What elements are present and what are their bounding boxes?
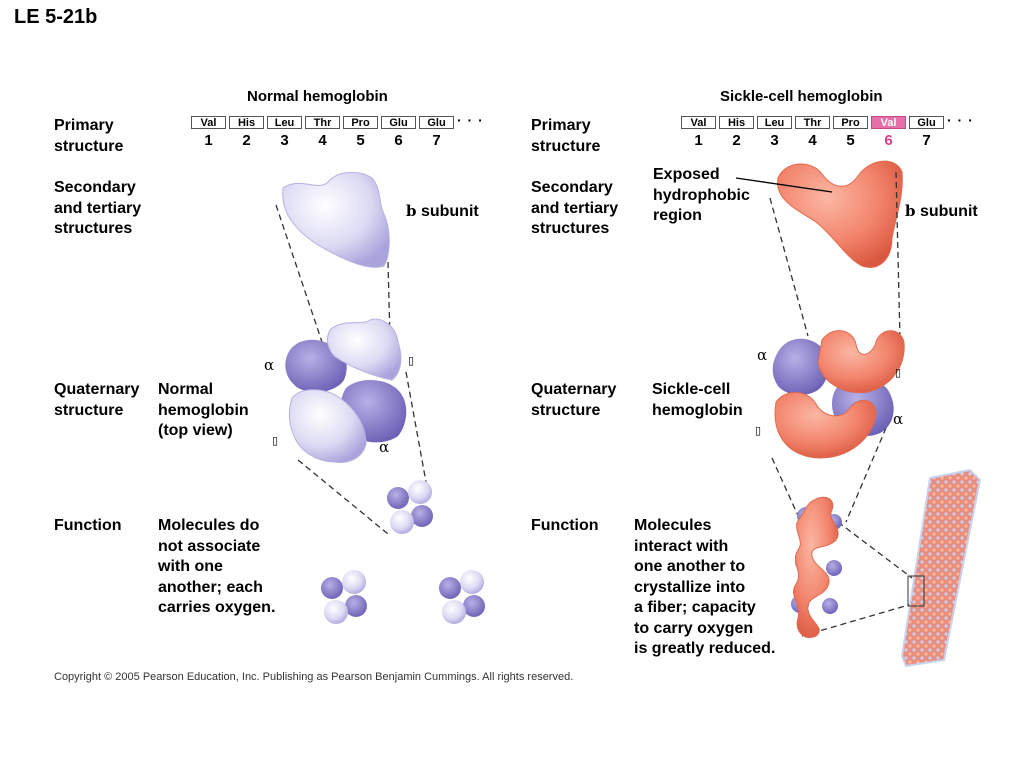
normal-primary-label: Primary structure bbox=[54, 117, 124, 155]
normal-beta-label-2: ▯ bbox=[272, 434, 279, 447]
normal-function-desc: Molecules do not associate with one anot… bbox=[158, 517, 276, 616]
normal-secondary-label: Secondary and tertiary structures bbox=[54, 179, 142, 237]
sickle-fiber-strand bbox=[791, 496, 842, 638]
normal-small-molecule-3 bbox=[439, 570, 485, 624]
normal-quaternary-label: Quaternary structure bbox=[54, 381, 140, 419]
normal-beta-label-1: ▯ bbox=[408, 354, 415, 367]
normal-beta-symbol: b bbox=[406, 202, 417, 220]
sickle-fiber-bundle bbox=[900, 468, 982, 668]
normal-beta-subunit-label: b subunit bbox=[406, 202, 479, 220]
normal-function-label: Function bbox=[54, 517, 122, 534]
normal-quaternary-shape bbox=[285, 318, 407, 463]
normal-small-molecule-2 bbox=[321, 570, 367, 624]
normal-chain-dots: · · · bbox=[457, 112, 484, 128]
sickle-beta-subunit-label: b subunit bbox=[905, 202, 978, 220]
sickle-beta-subunit-shape bbox=[777, 160, 903, 268]
normal-beta-subunit-shape bbox=[282, 172, 390, 268]
sickle-quaternary-desc: Sickle-cell hemoglobin bbox=[652, 381, 743, 419]
normal-alpha-label-2: α bbox=[379, 438, 390, 456]
sickle-alpha-label-1: α bbox=[757, 346, 768, 364]
figure-label: LE 5-21b bbox=[14, 6, 98, 28]
exposed-hydrophobic-label: Exposed hydrophobic region bbox=[653, 166, 750, 224]
normal-alpha-label-1: α bbox=[264, 356, 275, 374]
sickle-function-label: Function bbox=[531, 517, 599, 534]
normal-title: Normal hemoglobin bbox=[247, 88, 388, 105]
sickle-title: Sickle-cell hemoglobin bbox=[720, 88, 883, 105]
sickle-quaternary-label: Quaternary structure bbox=[531, 381, 617, 419]
sickle-beta-label-2: ▯ bbox=[755, 424, 762, 437]
normal-quaternary-desc: Normal hemoglobin (top view) bbox=[158, 381, 249, 439]
exposed-region-pointer bbox=[735, 177, 833, 193]
sickle-quaternary-shape bbox=[772, 330, 905, 459]
sickle-chain-dots: · · · bbox=[947, 112, 974, 128]
sickle-function-desc: Molecules interact with one another to c… bbox=[634, 517, 776, 657]
sickle-beta-symbol: b bbox=[905, 202, 916, 220]
sickle-primary-label: Primary structure bbox=[531, 117, 601, 155]
sickle-alpha-label-2: α bbox=[893, 410, 904, 428]
normal-small-molecule-1 bbox=[387, 480, 433, 534]
sickle-guides bbox=[769, 171, 913, 637]
copyright-notice: Copyright © 2005 Pearson Education, Inc.… bbox=[54, 671, 574, 683]
sickle-beta-label-1: ▯ bbox=[895, 366, 902, 379]
sickle-secondary-label: Secondary and tertiary structures bbox=[531, 179, 619, 237]
